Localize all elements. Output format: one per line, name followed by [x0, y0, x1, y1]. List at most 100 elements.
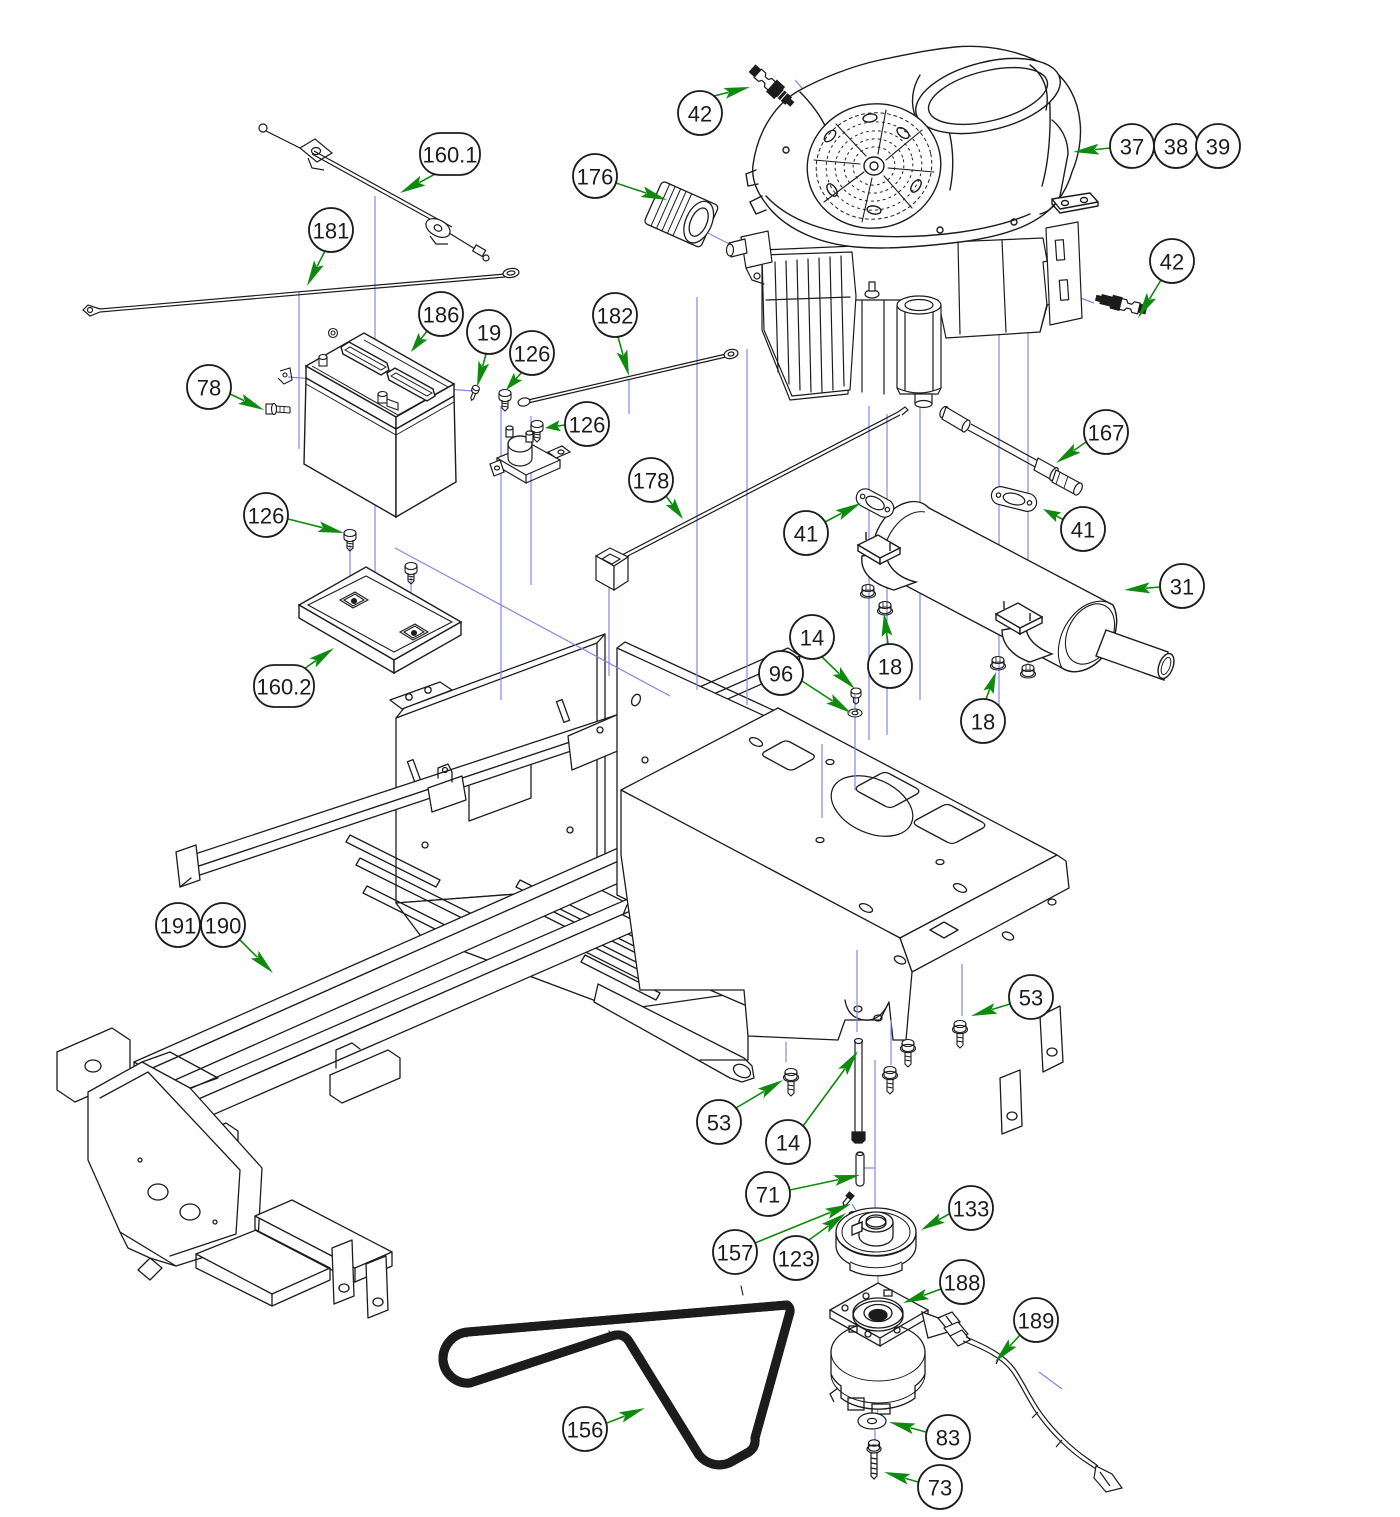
clutch-hardware — [842, 1037, 866, 1217]
gasket-41-left — [855, 488, 895, 518]
battery-tray — [297, 566, 463, 675]
leader-arrow-83 — [889, 1422, 927, 1435]
callout-label-189: 189 — [1018, 1309, 1055, 1334]
leader-arrow-167 — [1056, 441, 1087, 463]
exhaust-gaskets — [855, 486, 1038, 518]
callout-label-160.1: 160.1 — [422, 143, 477, 168]
callout-balloon-42-right — [1149, 238, 1195, 284]
frame-rails — [56, 844, 675, 1177]
callout-label-83: 83 — [936, 1426, 960, 1451]
leader-arrow-14-top — [821, 656, 855, 689]
callout-balloon-83 — [925, 1414, 971, 1460]
callout-balloon-126-a — [509, 330, 555, 376]
callout-18-left: 18 — [867, 643, 913, 689]
callout-181: 181 — [308, 207, 354, 253]
muffler-inlet-left — [856, 532, 919, 591]
leader-arrow-42-top — [713, 87, 750, 99]
callout-189: 189 — [1013, 1297, 1059, 1343]
fuel-line — [939, 405, 1083, 496]
callout-balloon-123 — [773, 1235, 819, 1281]
callout-balloon-126-b — [564, 401, 610, 447]
callout-balloon-176 — [572, 153, 618, 199]
leader-arrow-19 — [477, 353, 490, 387]
leader-arrow-126-b — [545, 420, 566, 432]
screw-tray-2 — [404, 561, 418, 585]
callout-label-133: 133 — [953, 1197, 990, 1222]
leader-arrow-190 — [239, 939, 273, 973]
callout-balloon-160.1 — [419, 132, 481, 176]
pulley — [835, 1207, 917, 1277]
callout-label-96: 96 — [769, 662, 793, 687]
leader-arrow-126-c — [287, 518, 344, 533]
callout-balloon-189 — [1013, 1297, 1059, 1343]
callout-label-160.2: 160.2 — [256, 675, 311, 700]
callout-53-right: 53 — [1008, 974, 1054, 1020]
callout-label-14-bottom: 14 — [776, 1131, 800, 1156]
callout-73: 73 — [917, 1464, 963, 1510]
muffler — [856, 500, 1175, 681]
callout-157: 157 — [712, 1229, 758, 1275]
battery — [277, 327, 457, 519]
callout-label-41-right: 41 — [1071, 518, 1095, 543]
battery-bolt — [265, 402, 291, 416]
callout-label-41-left: 41 — [794, 522, 818, 547]
callout-19: 19 — [466, 309, 512, 355]
callout-71: 71 — [745, 1171, 791, 1217]
callout-label-18-right: 18 — [971, 710, 995, 735]
engine-fuel-tank — [911, 57, 1061, 135]
callout-label-39: 39 — [1206, 135, 1230, 160]
callout-balloon-160.2 — [253, 664, 315, 708]
callout-label-167: 167 — [1088, 421, 1125, 446]
leader-arrow-186 — [411, 330, 428, 352]
throttle-control-cable — [258, 123, 490, 262]
callout-126-a: 126 — [509, 330, 555, 376]
leader-arrow-18-right — [983, 672, 996, 700]
callout-balloon-41-left — [783, 510, 829, 556]
leader-arrow-37 — [1073, 143, 1111, 155]
pin-157 — [842, 1191, 855, 1206]
interlock-boot — [594, 547, 630, 592]
callout-label-181: 181 — [313, 219, 350, 244]
callout-96: 96 — [758, 650, 804, 696]
callout-186: 186 — [418, 291, 464, 337]
leader-arrow-126-a — [506, 371, 523, 390]
leader-arrow-18-left — [881, 613, 893, 645]
guide-line-4 — [394, 547, 671, 697]
callout-balloon-71 — [745, 1171, 791, 1217]
callout-balloon-78 — [186, 364, 232, 410]
leader-arrow-133 — [921, 1213, 950, 1230]
engine-fan-screen — [806, 103, 942, 229]
callout-label-37: 37 — [1120, 135, 1144, 160]
choke-rod — [82, 267, 520, 317]
callout-balloon-188 — [939, 1259, 985, 1305]
leader-arrow-73 — [884, 1472, 919, 1485]
callout-37: 37 — [1109, 123, 1155, 169]
callout-53-left: 53 — [696, 1099, 742, 1145]
callout-176: 176 — [572, 153, 618, 199]
spark-plug-top — [748, 64, 795, 107]
callout-label-42-top: 42 — [688, 102, 712, 127]
callout-126-c: 126 — [243, 492, 289, 538]
nut-18 — [989, 655, 1007, 671]
callout-191: 191 — [155, 902, 201, 948]
leader-arrow-96 — [801, 680, 851, 713]
leader-arrow-31 — [1124, 582, 1161, 594]
engine-mount-tab — [1051, 192, 1099, 214]
bolt-73 — [866, 1439, 882, 1480]
frame-bolts-53 — [782, 1019, 969, 1097]
bolt-53 — [881, 1065, 899, 1095]
leader-arrow-123 — [808, 1213, 846, 1241]
leader-arrow-189 — [995, 1334, 1021, 1362]
callout-balloon-53-left — [696, 1099, 742, 1145]
callout-160.2: 160.2 — [253, 664, 315, 708]
callout-label-157: 157 — [717, 1241, 754, 1266]
muffler-inlet-middle — [994, 601, 1055, 663]
callout-39: 39 — [1195, 123, 1241, 169]
leader-arrow-53-left — [735, 1080, 783, 1109]
callout-balloon-157 — [712, 1229, 758, 1275]
callout-14-top: 14 — [789, 614, 835, 660]
leader-arrow-42-right — [1138, 279, 1162, 318]
callout-188: 188 — [939, 1259, 985, 1305]
screw-19 — [470, 384, 480, 402]
